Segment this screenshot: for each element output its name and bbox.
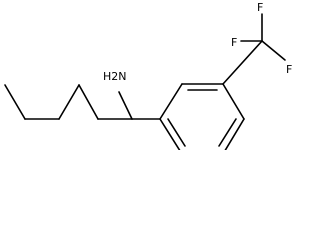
- alkyl-chain: [4, 84, 133, 120]
- ring-bond-4: [224, 118, 245, 150]
- chain-bond-3: [58, 84, 80, 120]
- chemical-structure: H2N F F F: [4, 1, 292, 150]
- fluorine-top-label: F: [257, 1, 263, 14]
- chain-bond-4: [78, 84, 99, 120]
- chain-bond-1: [4, 84, 26, 120]
- c-f-bond-right: [261, 40, 286, 61]
- benzene-ring: [159, 83, 245, 150]
- fluorine-right-label: F: [286, 63, 292, 76]
- amine-label: H2N: [103, 70, 127, 83]
- ring-bond-3: [222, 83, 245, 120]
- ring-bond-1: [159, 83, 183, 120]
- fluorine-left-label: F: [231, 36, 237, 49]
- trifluoromethyl-group: [222, 13, 286, 85]
- ring-double-bond-2: [218, 118, 237, 147]
- ring-bond-6: [159, 118, 181, 150]
- ring-double-bond-3: [167, 118, 186, 147]
- amine-bond: [118, 91, 133, 120]
- cf3-bond: [222, 40, 263, 85]
